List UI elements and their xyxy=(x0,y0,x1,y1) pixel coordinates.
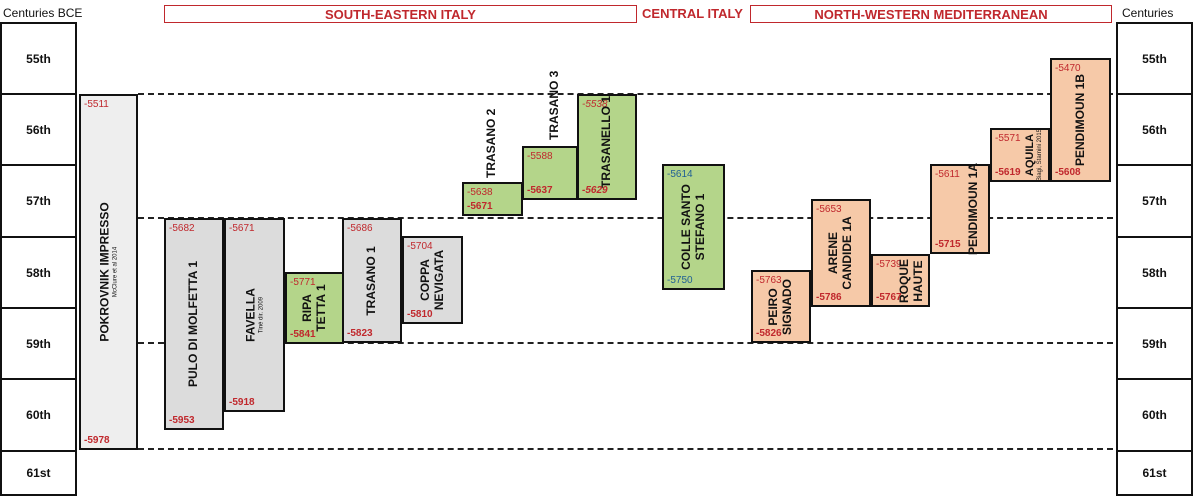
date-bottom: -5810 xyxy=(407,309,433,320)
site-pendimoun-1b: -5470 PENDIMOUN 1B -5608 xyxy=(1050,58,1111,182)
date-top: -5470 xyxy=(1055,63,1081,74)
site-label: COPPA NEVIGATA xyxy=(417,249,446,311)
date-bottom: -5671 xyxy=(467,201,493,212)
site-label: TRASANO 1 xyxy=(364,245,379,316)
site-label: PENDIMOUN 1B xyxy=(1072,73,1087,167)
site-trasano-3: -5588 -5637 xyxy=(522,146,578,200)
date-top: -5638 xyxy=(467,187,493,198)
date-top: -5614 xyxy=(667,169,693,180)
century-56th: 56th xyxy=(1116,93,1193,166)
site-label: PEIRO SIGNADO xyxy=(766,278,794,335)
date-bottom: -5750 xyxy=(667,275,693,286)
site-label: PULO DI MOLFETTA 1 xyxy=(186,261,201,387)
date-bottom: -5608 xyxy=(1055,167,1081,178)
date-top: -5653 xyxy=(816,204,842,215)
site-label: AQUILA Biagi, Starnini 2015 xyxy=(1024,128,1043,182)
date-top: -5771 xyxy=(290,277,316,288)
century-60th: 60th xyxy=(0,378,77,452)
date-bottom: -5978 xyxy=(84,435,110,446)
date-top: -5682 xyxy=(169,223,195,234)
date-bottom: -5629 xyxy=(582,185,608,196)
site-trasanello-1: -5538 TRASANELLO 1 -5629 xyxy=(577,94,637,200)
date-bottom: -5786 xyxy=(816,292,842,303)
region-central-italy: CENTRAL ITALY xyxy=(642,6,743,21)
site-label: FAVELLA Tiné dir. 2009 xyxy=(243,288,264,342)
site-label: RIPA TETTA 1 xyxy=(299,284,328,332)
site-arene-candide-1a: -5653 ARENE CANDIDE 1A -5786 xyxy=(811,199,871,307)
date-top: -5763 xyxy=(756,275,782,286)
site-ripa-tetta-1: -5771 RIPA TETTA 1 -5841 xyxy=(285,272,344,344)
date-bottom: -5823 xyxy=(347,328,373,339)
site-label: POKROVNIK IMPRESSO McClure et al 2014 xyxy=(97,202,118,342)
axis-title-left: Centuries BCE xyxy=(3,6,83,20)
date-bottom: -5767 xyxy=(876,292,902,303)
century-60th: 60th xyxy=(1116,378,1193,452)
date-bottom: -5619 xyxy=(995,167,1021,178)
site-label: COLLE SANTO STEFANO 1 xyxy=(678,184,707,270)
date-bottom: -5715 xyxy=(935,239,961,250)
site-label-trasano-3: TRASANO 3 xyxy=(547,70,561,140)
date-top: -5704 xyxy=(407,241,433,252)
site-label-trasano-2: TRASANO 2 xyxy=(484,108,498,178)
site-pulo-di-molfetta: -5682 PULO DI MOLFETTA 1 -5953 xyxy=(164,218,224,430)
century-55th: 55th xyxy=(0,22,77,95)
date-bottom: -5918 xyxy=(229,397,255,408)
site-label: PENDIMOUN 1A xyxy=(966,162,981,256)
site-roque-haute: -5739 ROQUE HAUTE -5767 xyxy=(871,254,930,307)
date-top: -5511 xyxy=(84,99,109,110)
site-coppa-nevigata: -5704 COPPA NEVIGATA -5810 xyxy=(402,236,463,324)
date-top: -5671 xyxy=(229,223,255,234)
century-61st: 61st xyxy=(1116,450,1193,496)
date-top: -5538 xyxy=(582,99,608,110)
site-pokrovnik-impresso: -5511 POKROVNIK IMPRESSO McClure et al 2… xyxy=(79,94,138,450)
dashed-line-5700 xyxy=(138,217,1113,219)
date-top: -5571 xyxy=(995,133,1021,144)
region-south-eastern-italy: SOUTH-EASTERN ITALY xyxy=(164,5,637,23)
site-trasano-1: -5686 TRASANO 1 -5823 xyxy=(342,218,402,343)
site-label: TRASANELLO 1 xyxy=(599,95,614,188)
century-59th: 59th xyxy=(0,307,77,380)
century-58th: 58th xyxy=(0,236,77,309)
date-top: -5588 xyxy=(527,151,553,162)
date-top: -5739 xyxy=(876,259,902,270)
date-bottom: -5953 xyxy=(169,415,195,426)
site-pendimoun-1a: -5611 PENDIMOUN 1A -5715 xyxy=(930,162,990,256)
site-favella: -5671 FAVELLA Tiné dir. 2009 -5918 xyxy=(224,218,285,412)
date-top: -5686 xyxy=(347,223,373,234)
century-55th: 55th xyxy=(1116,22,1193,95)
century-56th: 56th xyxy=(0,93,77,166)
century-57th: 57th xyxy=(0,164,77,238)
site-colle-santo-stefano-1: -5614 COLLE SANTO STEFANO 1 -5750 xyxy=(662,164,725,290)
site-peiro-signado: -5763 PEIRO SIGNADO -5826 xyxy=(751,270,811,343)
century-57th: 57th xyxy=(1116,164,1193,238)
site-label: ARENE CANDIDE 1A xyxy=(826,216,854,290)
site-aquila: -5571 AQUILA Biagi, Starnini 2015 -5619 xyxy=(990,128,1050,182)
dashed-line-6000 xyxy=(138,448,1113,450)
date-top: -5611 xyxy=(935,169,960,180)
century-61st: 61st xyxy=(0,450,77,496)
region-north-western-mediterranean: NORTH-WESTERN MEDITERRANEAN xyxy=(750,5,1112,23)
site-trasano-2: -5638 -5671 xyxy=(462,182,523,216)
century-58th: 58th xyxy=(1116,236,1193,309)
dashed-line-5900 xyxy=(138,342,1113,344)
date-bottom: -5841 xyxy=(290,329,316,340)
date-bottom: -5637 xyxy=(527,185,553,196)
date-bottom: -5826 xyxy=(756,328,782,339)
century-59th: 59th xyxy=(1116,307,1193,380)
